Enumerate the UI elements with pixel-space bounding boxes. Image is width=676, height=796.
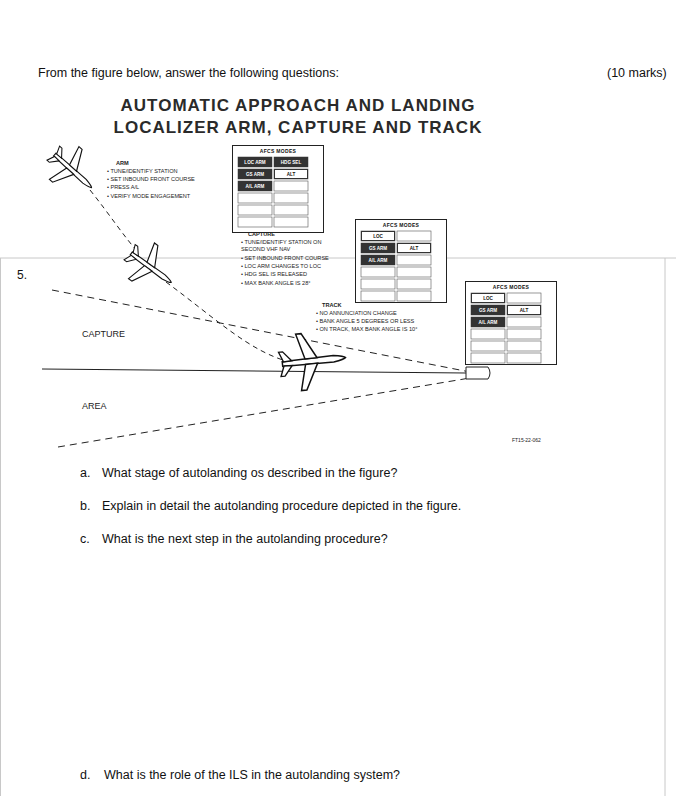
afcs-mode-panel: AFCS MODES LOC ARM HDG SEL GS ARM ALT A/L ARM <box>232 145 324 233</box>
step-text: • TUNE/IDENTIFY STATION ON SECOND VHF NA… <box>241 239 341 252</box>
localizer-antenna <box>466 367 490 379</box>
step-text: • VERIFY MODE ENGAGEMENT <box>107 193 190 200</box>
question-text: What is the next step in the autolanding… <box>102 532 388 547</box>
mode-text: A/L ARM <box>479 320 498 325</box>
step-text: • HDG SEL IS RELEASED <box>241 271 307 278</box>
capture-boundary <box>58 378 470 447</box>
step-text: • NO ANNUNCIATION CHANGE <box>316 310 397 317</box>
item-letter: b. <box>80 499 90 514</box>
mode-annunciator: A/L ARM <box>471 317 505 327</box>
stage-heading: TRACK <box>322 302 342 309</box>
mode-text: ALT <box>410 246 419 251</box>
mode-text: LOC <box>373 234 383 239</box>
item-letter: d. <box>80 768 90 783</box>
mode-annunciator: GS ARM <box>238 169 272 179</box>
mode-text: ALT <box>520 308 529 313</box>
aircraft <box>117 234 185 300</box>
mode-annunciator: ALT <box>507 305 541 315</box>
mode-text: HDG SEL <box>281 160 301 165</box>
marks: (10 marks) <box>607 66 667 81</box>
mode-text: A/L ARM <box>369 258 388 263</box>
mode-annunciator: A/L ARM <box>238 181 272 191</box>
stage-heading: ARM <box>116 160 129 167</box>
mode-text: GS ARM <box>246 172 264 177</box>
panel-heading: AFCS MODES <box>466 284 556 290</box>
mode-annunciator: LOC <box>471 293 505 303</box>
mode-annunciator: ALT <box>397 243 431 253</box>
afcs-mode-panel: AFCS MODES LOC GS ARM ALT A/L ARM <box>355 219 447 303</box>
localizer-course <box>42 369 466 373</box>
mode-annunciator: HDG SEL <box>274 157 308 167</box>
step-text: • ON TRACK, MAX BANK ANGLE IS 10° <box>316 326 417 333</box>
question-text: What is the role of the ILS in the autol… <box>104 768 400 783</box>
mode-annunciator: LOC ARM <box>238 157 272 167</box>
page-rule <box>0 258 676 259</box>
mode-annunciator: GS ARM <box>471 305 505 315</box>
mode-annunciator: LOC <box>361 231 395 241</box>
step-text: • MAX BANK ANGLE IS 28° <box>241 280 310 287</box>
mode-text: LOC ARM <box>244 160 265 165</box>
afcs-mode-panel: AFCS MODES LOC GS ARM ALT A/L ARM <box>465 281 557 365</box>
step-text: • BANK ANGLE 5 DEGREES OR LESS <box>316 318 414 325</box>
step-text: • PRESS A/L <box>107 184 139 191</box>
panel-heading: AFCS MODES <box>233 148 323 154</box>
question-number: 5. <box>17 268 27 282</box>
area-label: CAPTURE <box>82 329 125 340</box>
mode-text: GS ARM <box>369 246 387 251</box>
panel-heading: AFCS MODES <box>356 222 446 228</box>
item-letter: c. <box>80 532 90 547</box>
mode-annunciator: A/L ARM <box>361 255 395 265</box>
mode-text: ALT <box>287 172 296 177</box>
page-rule <box>665 258 666 796</box>
mode-text: LOC <box>483 296 493 301</box>
question-text: What stage of autolanding os described i… <box>102 466 397 481</box>
figure-number: FT15-22-062 <box>512 437 541 443</box>
area-label: AREA <box>82 401 107 412</box>
question-text: Explain in detail the autolanding proced… <box>102 499 461 514</box>
flight-path <box>166 282 290 362</box>
page-rule <box>0 258 1 796</box>
step-text: • LOC ARM CHANGES TO LOC <box>241 263 321 270</box>
aircraft <box>277 329 349 392</box>
figure-title: AUTOMATIC APPROACH AND LANDING LOCALIZER… <box>88 95 508 139</box>
mode-annunciator: GS ARM <box>361 243 395 253</box>
step-text: • SET INBOUND FRONT COURSE <box>107 176 195 183</box>
step-text: • TUNE/IDENTIFY STATION <box>107 168 178 175</box>
mode-text: GS ARM <box>479 308 497 313</box>
aircraft <box>39 137 107 204</box>
instruction: From the figure below, answer the follow… <box>38 66 339 81</box>
flight-path <box>90 190 138 252</box>
step-text: • SET INBOUND FRONT COURSE <box>241 255 329 262</box>
mode-text: A/L ARM <box>246 184 265 189</box>
mode-annunciator: ALT <box>274 169 308 179</box>
item-letter: a. <box>80 466 90 481</box>
